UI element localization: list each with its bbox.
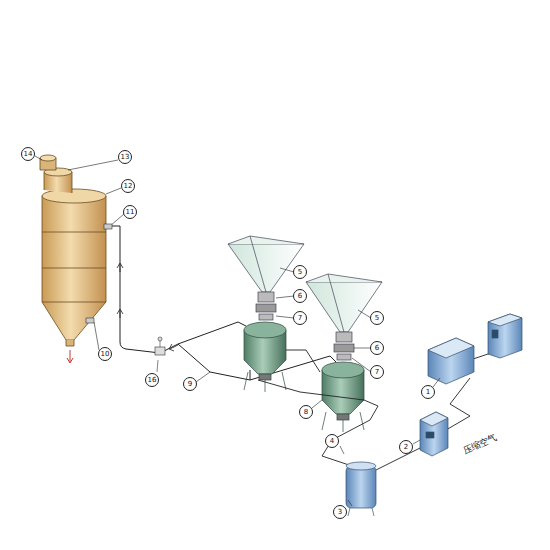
callout-number: 1: [421, 385, 435, 399]
callout-number: 12: [121, 179, 135, 193]
hopper: [228, 236, 304, 320]
callout-number: 4: [325, 434, 339, 448]
callout-number: 10: [98, 347, 112, 361]
callout-number: 7: [293, 311, 307, 325]
callout-number: 3: [333, 505, 347, 519]
callout-number: 5: [293, 265, 307, 279]
silo: [40, 155, 106, 346]
callout-number: 6: [370, 341, 384, 355]
callout-number: 6: [293, 289, 307, 303]
callout-number: 8: [299, 405, 313, 419]
callout-number: 14: [21, 147, 35, 161]
callout-number: 16: [145, 373, 159, 387]
air-receiver: [346, 462, 376, 516]
pipe-note: 压缩空气: [460, 430, 500, 457]
callout-number: 13: [118, 150, 132, 164]
callout-number: 2: [399, 440, 413, 454]
callout-number: 9: [183, 377, 197, 391]
callout-number: 7: [370, 365, 384, 379]
callout-number: 5: [370, 311, 384, 325]
callout-number: 11: [123, 205, 137, 219]
